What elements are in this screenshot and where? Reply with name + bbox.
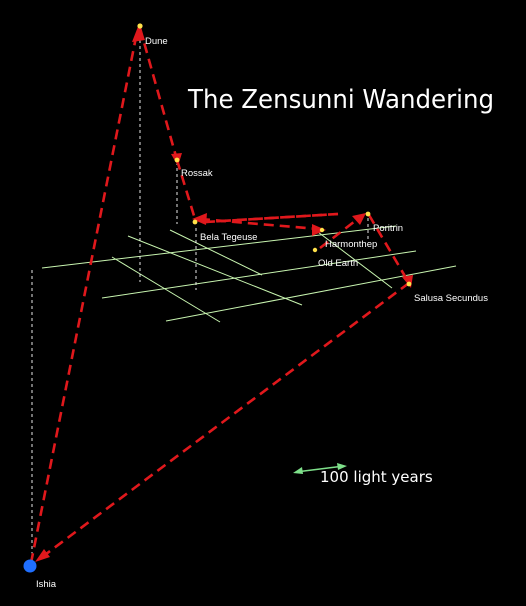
star-bela-tegeuse [192,219,198,225]
star-labels: Dune Rossak Bela Tegeuse Poritrin Harmon… [36,36,488,590]
scale-arrowhead-right [337,463,347,470]
star-poritrin [365,211,371,217]
diagram-title: The Zensunni Wandering [187,85,494,115]
star-old-earth [312,247,318,253]
route-segment-to-poritrin [319,216,360,250]
arrowhead-ishia [35,549,50,562]
label-poritrin: Poritrin [373,223,403,234]
grid-line [165,265,457,322]
label-rossak: Rossak [181,168,213,179]
route-segment-poritrin-salusa [367,214,411,284]
label-salusa-secundus: Salusa Secundus [414,293,488,304]
scale-label: 100 light years [320,468,433,486]
scale-indicator: 100 light years [293,463,433,486]
label-ishia: Ishia [36,579,57,590]
star-salusa-secundus [406,281,412,287]
label-harmonthep: Harmonthep [325,239,377,250]
route-segment-rossak-bela-tegeuse [175,159,197,220]
route-segment-bela-tegeuse-poritrin [204,212,339,224]
label-bela-tegeuse: Bela Tegeuse [200,232,257,243]
star-markers [23,23,412,573]
label-dune: Dune [145,36,168,47]
origin-ishia-dot [23,559,37,573]
label-old-earth: Old Earth [318,258,358,269]
grid-line [169,229,263,276]
grid-line [41,225,397,269]
star-rossak [174,157,180,163]
grid-line [127,235,303,306]
route-segment-ishia-dune [29,31,139,564]
migration-route [29,27,411,564]
scale-arrowhead-left [293,467,303,474]
star-dune [137,23,143,29]
grid-line [101,250,417,299]
scale-arrow-line [295,465,345,473]
arrowhead-harmonthep [312,224,326,236]
grid-line [111,256,221,323]
arrowhead-poritrin [352,213,366,225]
arrowhead-bela-tegeuse [192,213,207,225]
grid-line [317,231,393,289]
drop-lines [31,40,369,562]
star-harmonthep [319,227,325,233]
route-segment-salusa-ishia [37,281,410,562]
reference-grid [41,225,457,323]
route-segment-dune-rossak [138,27,179,161]
arrowhead-dune [132,24,145,42]
